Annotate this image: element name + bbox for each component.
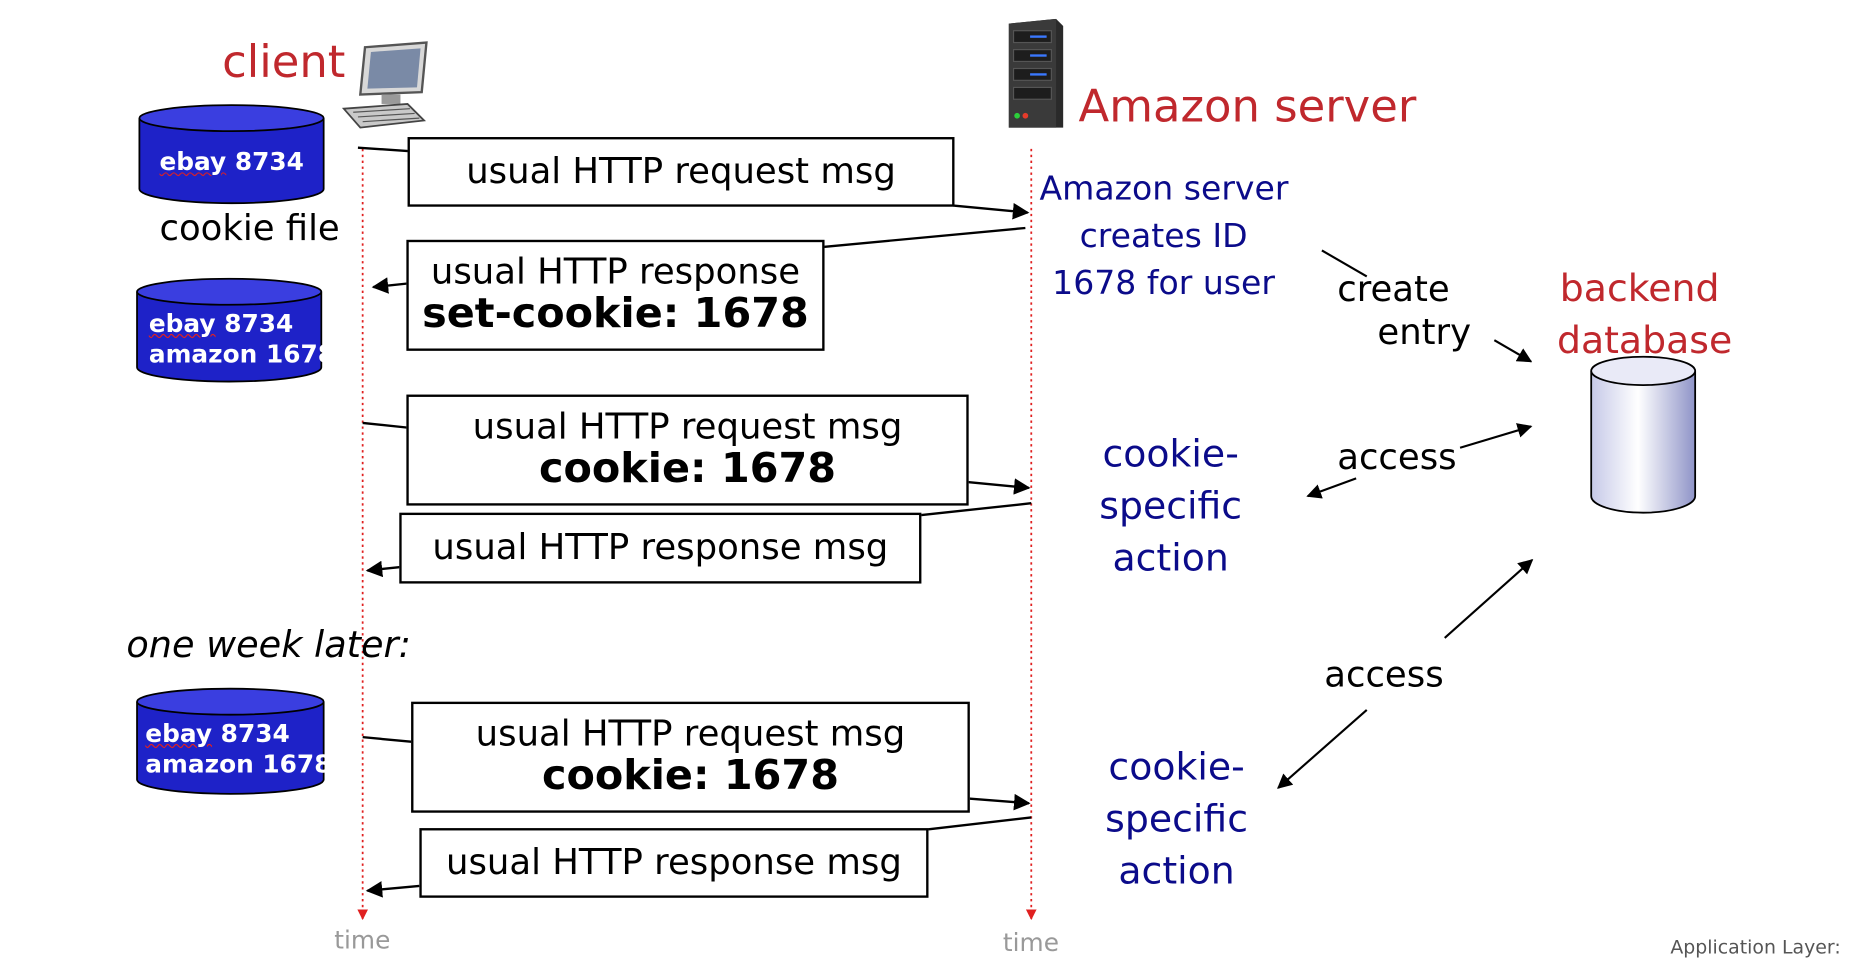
cookie-db-3-line-2: amazon 1678 bbox=[145, 750, 332, 779]
message-3-line-2: cookie: 1678 bbox=[538, 445, 837, 493]
msg-arrow-1-out bbox=[953, 202, 1030, 220]
message-1-line-1: usual HTTP request msg bbox=[466, 150, 896, 193]
msg-arrow-1-in bbox=[357, 146, 410, 153]
message-4-line-1: usual HTTP response msg bbox=[432, 527, 889, 569]
cookie-db-2: ebay 8734 amazon 1678 bbox=[136, 277, 335, 384]
backend-line-2: database bbox=[1556, 317, 1733, 363]
client-time-label: time bbox=[334, 926, 391, 955]
cookie-db-3: ebay 8734 amazon 1678 bbox=[136, 687, 331, 797]
cookie-action-2-line-2: specific bbox=[1105, 796, 1248, 842]
message-2-line-1: usual HTTP response bbox=[430, 251, 801, 293]
cookie-action-1-line-1: cookie- bbox=[1102, 431, 1239, 477]
msg-arrow-5-out bbox=[968, 793, 1031, 811]
message-2-line-2: set-cookie: 1678 bbox=[422, 290, 809, 339]
cookie-db-2-ebay-name: ebay bbox=[148, 309, 216, 338]
create-entry-line bbox=[1321, 249, 1368, 278]
create-entry-line-1: create bbox=[1337, 269, 1450, 311]
cookie-db-2-ebay-id: 8734 bbox=[224, 309, 294, 338]
cookie-action-2-line-1: cookie- bbox=[1108, 744, 1245, 790]
backend-line-1: backend bbox=[1559, 265, 1720, 311]
footer-label: Application Layer: bbox=[1670, 935, 1841, 959]
cookie-db-1-line-1: ebay 8734 bbox=[159, 146, 303, 177]
access-label-2: access bbox=[1324, 654, 1444, 696]
server-label: Amazon server bbox=[1078, 80, 1417, 133]
cookie-action-1: cookie- specific action bbox=[1088, 428, 1253, 584]
access-1-arrow-db bbox=[1459, 423, 1533, 449]
cookie-db-1-ebay-id: 8734 bbox=[234, 147, 304, 177]
msg-arrow-3-in bbox=[362, 421, 408, 429]
cookie-action-1-line-2: specific bbox=[1099, 483, 1243, 529]
create-entry-line-2: entry bbox=[1377, 311, 1472, 354]
client-label: client bbox=[222, 35, 346, 88]
message-box-2: usual HTTP response set-cookie: 1678 bbox=[406, 239, 825, 351]
access-2-arrow-db bbox=[1444, 558, 1534, 639]
message-box-3: usual HTTP request msg cookie: 1678 bbox=[406, 394, 969, 506]
msg-arrow-6-out bbox=[365, 881, 420, 898]
access-2-arrow-action bbox=[1277, 709, 1368, 789]
cookie-file-label: cookie file bbox=[159, 207, 340, 250]
access-1-arrow-action bbox=[1306, 477, 1357, 499]
msg-arrow-6-in bbox=[928, 816, 1032, 831]
cookie-db-2-line-2: amazon 1678 bbox=[148, 340, 336, 369]
server-note-line-3: 1678 for user bbox=[1052, 263, 1275, 303]
server-note-line-1: Amazon server bbox=[1039, 168, 1289, 208]
server-note-line-2: creates ID bbox=[1079, 216, 1248, 256]
msg-arrow-2-in bbox=[823, 226, 1026, 249]
cookie-action-1-line-3: action bbox=[1112, 535, 1229, 581]
server-time-label: time bbox=[1002, 928, 1059, 957]
message-box-5: usual HTTP request msg cookie: 1678 bbox=[411, 701, 970, 813]
cookie-db-1: ebay 8734 bbox=[138, 104, 325, 206]
message-box-1: usual HTTP request msg bbox=[407, 137, 955, 207]
msg-arrow-2-out bbox=[371, 277, 408, 294]
message-5-line-2: cookie: 1678 bbox=[541, 752, 839, 800]
create-entry-label: create entry bbox=[1337, 269, 1471, 354]
cookie-action-2-line-3: action bbox=[1118, 848, 1235, 894]
message-box-6: usual HTTP response msg bbox=[419, 828, 929, 898]
message-3-line-1: usual HTTP request msg bbox=[472, 405, 903, 448]
message-box-4: usual HTTP response msg bbox=[399, 512, 922, 584]
msg-arrow-3-out bbox=[966, 478, 1031, 495]
backend-label: backend database bbox=[1556, 262, 1733, 366]
computer-icon bbox=[341, 41, 428, 129]
cookie-db-3-ebay-id: 8734 bbox=[220, 719, 290, 748]
message-5-line-1: usual HTTP request msg bbox=[475, 713, 906, 755]
create-entry-arrow bbox=[1493, 339, 1533, 363]
cookie-db-3-ebay-name: ebay bbox=[145, 719, 213, 748]
one-week-later-label: one week later: bbox=[126, 623, 411, 667]
backend-database-icon bbox=[1590, 355, 1697, 514]
cookie-db-1-ebay-name: ebay bbox=[159, 147, 227, 177]
access-label-1: access bbox=[1337, 437, 1457, 479]
cookie-action-2: cookie- specific action bbox=[1094, 741, 1259, 897]
server-note: Amazon server creates ID 1678 for user bbox=[1039, 165, 1289, 307]
msg-arrow-4-out bbox=[365, 560, 401, 578]
msg-arrow-4-in bbox=[921, 502, 1032, 517]
message-6-line-1: usual HTTP response msg bbox=[445, 841, 902, 884]
server-icon bbox=[1008, 18, 1064, 128]
msg-arrow-5-in bbox=[362, 735, 413, 744]
